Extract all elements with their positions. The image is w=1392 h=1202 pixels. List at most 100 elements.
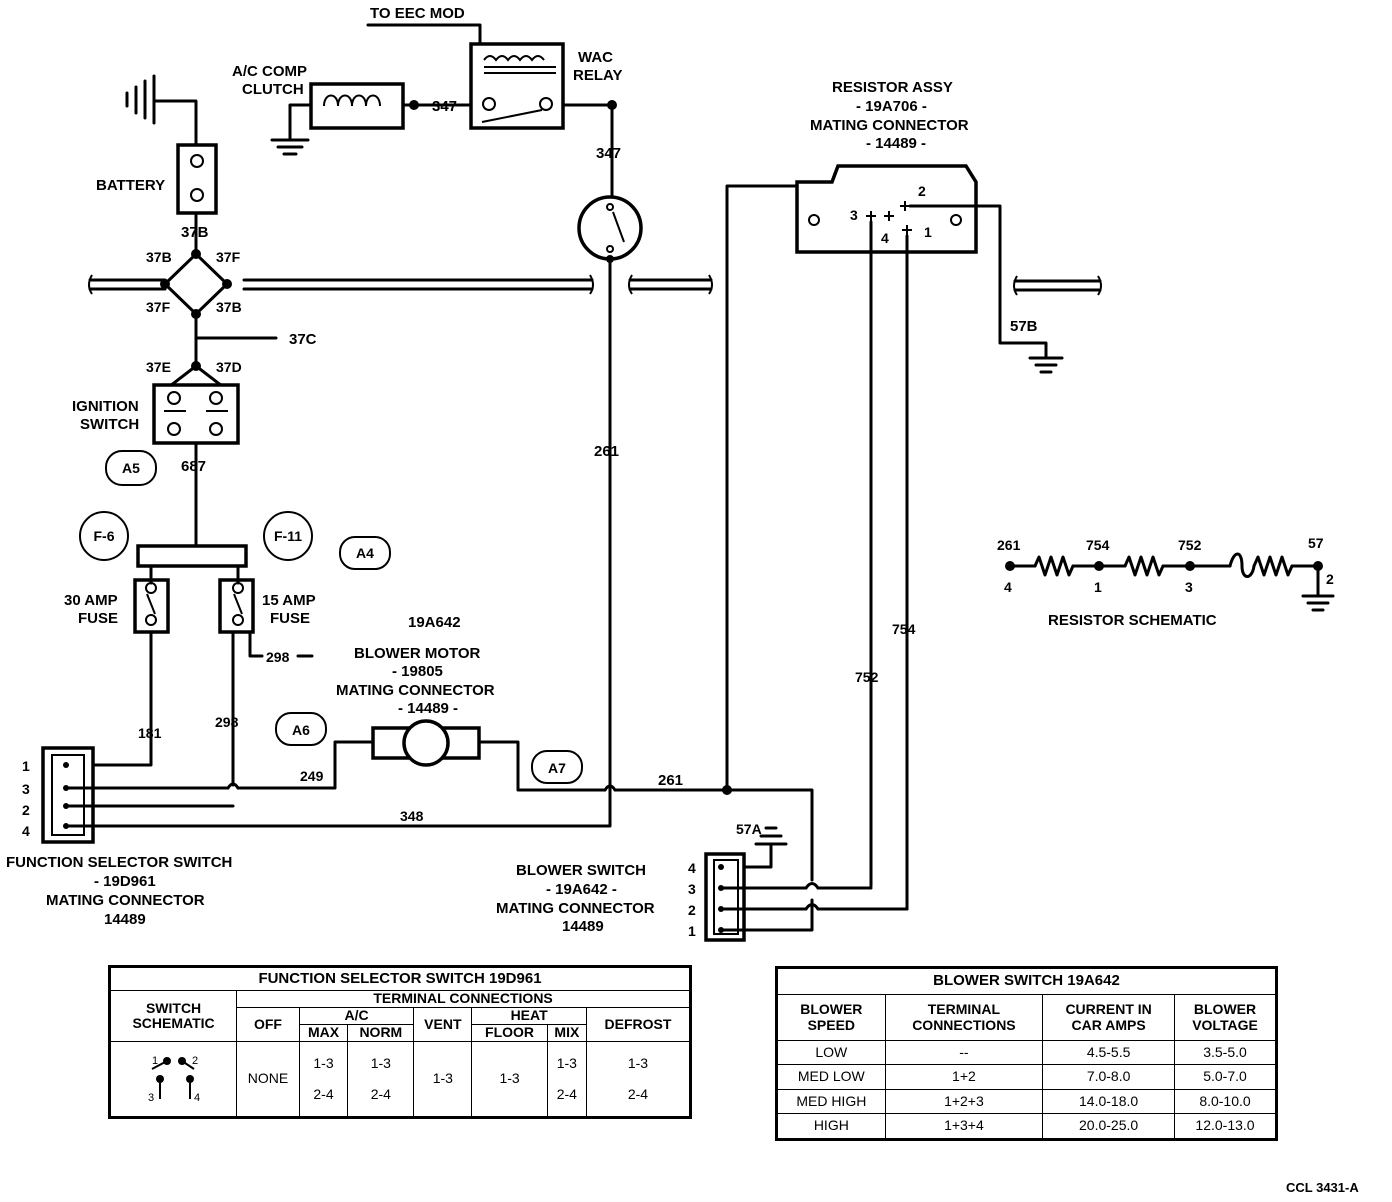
terminal-cell: -- [884, 1039, 1044, 1066]
svg-text:MATING CONNECTOR: MATING CONNECTOR [336, 682, 495, 699]
svg-text:1: 1 [22, 758, 30, 774]
svg-text:A7: A7 [548, 760, 566, 776]
svg-text:14489: 14489 [562, 918, 604, 935]
max-value-2: 2-4 [313, 1085, 334, 1102]
svg-text:19A642: 19A642 [408, 614, 461, 631]
svg-text:752: 752 [1178, 537, 1202, 553]
svg-text:37F: 37F [146, 299, 171, 315]
svg-text:15 AMP: 15 AMP [262, 592, 316, 609]
svg-text:SWITCH: SWITCH [80, 416, 139, 433]
switch-schematic-header: SWITCH SCHEMATIC [108, 990, 238, 1042]
max-value-1: 1-3 [313, 1055, 334, 1071]
terminal-connections-header: TERMINAL CONNECTIONS [236, 990, 691, 1008]
svg-text:37B: 37B [216, 299, 242, 315]
svg-text:298: 298 [215, 714, 239, 730]
svg-text:- 19D961: - 19D961 [94, 873, 156, 890]
floor-value: 1-3 [471, 1041, 548, 1118]
svg-text:4: 4 [688, 860, 696, 876]
norm-header: NORM [347, 1024, 415, 1042]
blower-motor [371, 719, 481, 767]
svg-text:BLOWER SWITCH: BLOWER SWITCH [516, 862, 646, 879]
svg-text:4: 4 [194, 1092, 200, 1104]
blower-switch-connector: 4 3 2 1 [688, 852, 746, 942]
harness-break-lines [88, 274, 1102, 296]
svg-text:37F: 37F [216, 249, 241, 265]
svg-text:WAC: WAC [578, 49, 613, 66]
svg-text:57: 57 [1308, 535, 1324, 551]
svg-text:- 19805: - 19805 [392, 663, 443, 680]
svg-text:298: 298 [266, 649, 290, 665]
switch-schematic-cell: 1 2 3 4 [108, 1041, 238, 1118]
svg-text:181: 181 [138, 725, 162, 741]
callout-f11: F-11 [263, 511, 313, 561]
inline-switch [577, 195, 643, 261]
norm-value: 1-3 2-4 [347, 1041, 415, 1118]
voltage-cell: 12.0-13.0 [1174, 1113, 1277, 1140]
svg-text:IGNITION: IGNITION [72, 398, 139, 415]
table-row: MED LOW 1+2 7.0-8.0 5.0-7.0 [776, 1064, 1277, 1090]
svg-text:687: 687 [181, 458, 206, 475]
switch-schematic-label-1: SWITCH [145, 999, 202, 1016]
norm-value-2: 2-4 [370, 1085, 391, 1102]
svg-text:MATING CONNECTOR: MATING CONNECTOR [810, 117, 969, 134]
callout-a6: A6 [275, 712, 327, 746]
svg-text:A4: A4 [356, 545, 374, 561]
max-value: 1-3 2-4 [298, 1041, 349, 1118]
svg-text:752: 752 [855, 669, 879, 685]
bs-table-title: BLOWER SWITCH 19A642 [776, 967, 1277, 995]
current-cell: 14.0-18.0 [1042, 1088, 1175, 1115]
svg-text:261: 261 [997, 537, 1021, 553]
svg-text:1: 1 [1094, 579, 1102, 595]
svg-text:RESISTOR SCHEMATIC: RESISTOR SCHEMATIC [1048, 612, 1217, 629]
svg-text:3: 3 [850, 207, 858, 223]
switch-schematic-icon: 1 2 3 4 [148, 1055, 200, 1104]
svg-text:3: 3 [148, 1092, 154, 1104]
svg-text:FUSE: FUSE [270, 610, 310, 627]
svg-text:348: 348 [400, 808, 424, 824]
svg-text:30 AMP: 30 AMP [64, 592, 118, 609]
terminal-cell: 1+2 [884, 1064, 1044, 1090]
svg-text:- 19A642 -: - 19A642 - [546, 881, 617, 898]
callout-a7: A7 [531, 750, 583, 784]
current-cell: 20.0-25.0 [1042, 1113, 1175, 1140]
voltage-cell: 3.5-5.0 [1174, 1039, 1277, 1066]
terminal-cell: 1+3+4 [884, 1113, 1044, 1140]
voltage-cell: 8.0-10.0 [1174, 1088, 1277, 1115]
defrost-header: DEFROST [585, 1007, 692, 1042]
battery: BATTERY [96, 74, 218, 215]
svg-text:4: 4 [22, 823, 30, 839]
vent-value: 1-3 [413, 1041, 473, 1118]
svg-text:F-6: F-6 [94, 528, 115, 544]
defrost-value-2: 2-4 [627, 1085, 649, 1102]
svg-text:F-11: F-11 [274, 528, 302, 544]
svg-text:3: 3 [688, 881, 696, 897]
svg-text:2: 2 [1326, 571, 1334, 587]
svg-text:2: 2 [918, 183, 926, 199]
svg-text:- 14489 -: - 14489 - [866, 135, 926, 152]
callout-a4: A4 [339, 536, 391, 570]
speed-cell: MED LOW [776, 1064, 886, 1090]
norm-value-1: 1-3 [370, 1055, 391, 1071]
function-selector-table: FUNCTION SELECTOR SWITCH 19D961 SWITCH S… [108, 965, 692, 1119]
svg-text:347: 347 [596, 145, 621, 162]
svg-text:4: 4 [1004, 579, 1012, 595]
mix-value-2: 2-4 [556, 1085, 577, 1102]
floor-header: FLOOR [471, 1024, 548, 1042]
callout-f6: F-6 [79, 511, 129, 561]
fuse-15-amp: 15 AMP FUSE [218, 578, 316, 634]
table-row: HIGH 1+3+4 20.0-25.0 12.0-13.0 [776, 1113, 1277, 1140]
speed-cell: HIGH [776, 1113, 886, 1140]
ac-compressor-clutch: A/C COMP CLUTCH 347 [232, 63, 473, 156]
svg-text:754: 754 [1086, 537, 1110, 553]
function-selector-connector: 1 3 2 4 [22, 746, 95, 844]
off-value: NONE [236, 1041, 300, 1118]
max-header: MAX [298, 1024, 349, 1042]
switch-schematic-label-2: SCHEMATIC [132, 1015, 215, 1031]
